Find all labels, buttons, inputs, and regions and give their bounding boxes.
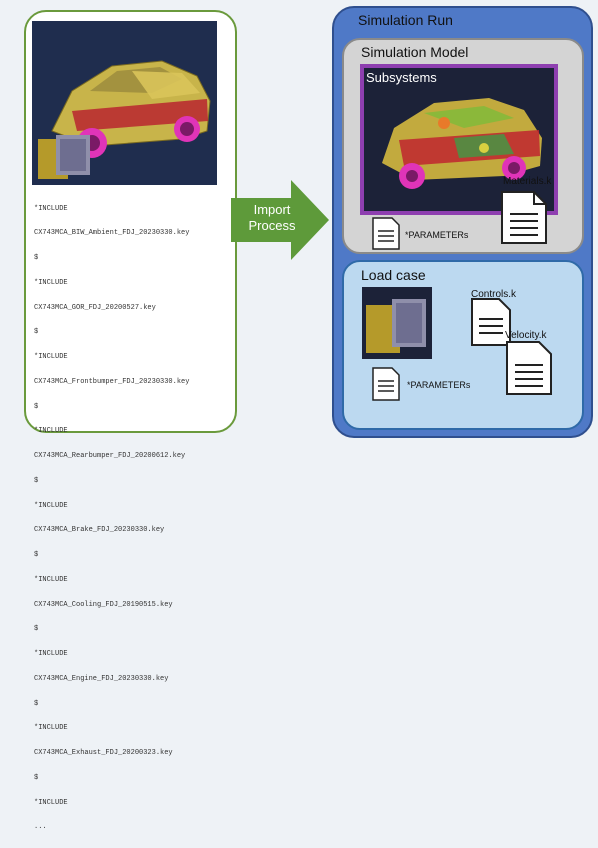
controls-doc-icon [471, 298, 511, 346]
loadcase-parameters-label: *PARAMETERs [407, 380, 471, 390]
import-arrow [231, 180, 329, 260]
include-line: CX743MCA_Engine_FDJ_20230330.key [34, 674, 169, 683]
include-line: $ [34, 773, 39, 782]
include-line: $ [34, 328, 39, 337]
arrow-label-line1: Import [253, 202, 291, 217]
include-line: *INCLUDE [34, 501, 68, 510]
include-line: $ [34, 402, 39, 411]
include-line: *INCLUDE [34, 427, 68, 436]
barrier-image [362, 287, 432, 359]
model-parameters-label: *PARAMETERs [405, 230, 469, 240]
velocity-doc-icon [506, 341, 552, 395]
include-line: CX743MCA_Cooling_FDJ_20190515.key [34, 600, 173, 609]
include-line: $ [34, 254, 39, 262]
include-line: $ [34, 625, 39, 634]
import-process-label: Import Process [233, 202, 311, 234]
materials-doc-icon [501, 191, 547, 244]
subsystems-title: Subsystems [366, 70, 437, 85]
loadcase-parameters-doc-icon [372, 367, 400, 401]
simulation-run-title: Simulation Run [358, 12, 453, 28]
velocity-label: Velocity.k [505, 330, 547, 341]
include-line: CX743MCA_Rearbumper_FDJ_20200612.key [34, 452, 186, 460]
include-line: ... [34, 823, 47, 832]
include-line: $ [34, 551, 39, 559]
include-line: CX743MCA_Brake_FDJ_20230330.key [34, 526, 165, 535]
include-line: *INCLUDE [34, 724, 68, 733]
include-file-panel: *INCLUDE CX743MCA_BIW_Ambient_FDJ_202303… [24, 10, 237, 831]
include-line: $ [34, 699, 39, 708]
include-line: *INCLUDE [34, 650, 68, 658]
include-line: CX743MCA_BIW_Ambient_FDJ_20230330.key [34, 229, 190, 238]
controls-label: Controls.k [471, 289, 517, 300]
subsystems-image [360, 64, 558, 215]
include-line: *INCLUDE [34, 575, 68, 584]
load-case-title: Load case [361, 267, 426, 283]
include-line: *INCLUDE [34, 353, 68, 361]
include-line: $ [34, 476, 39, 485]
diagram: *INCLUDE CX743MCA_BIW_Ambient_FDJ_202303… [24, 6, 593, 831]
include-line: *INCLUDE [34, 798, 68, 807]
parameters-doc-icon [372, 217, 400, 250]
arrow-label-line2: Process [248, 218, 296, 233]
car-model-image [32, 21, 217, 185]
include-line: *INCLUDE [34, 278, 68, 287]
include-line: CX743MCA_Frontbumper_FDJ_20230330.key [34, 377, 190, 386]
include-list: *INCLUDE CX743MCA_BIW_Ambient_FDJ_202303… [34, 188, 234, 848]
include-line: CX743MCA_Exhaust_FDJ_20200323.key [34, 749, 173, 757]
simulation-model-title: Simulation Model [361, 44, 469, 60]
include-line: CX743MCA_GOR_FDJ_20200527.key [34, 303, 156, 312]
materials-label: Materials.k [503, 176, 552, 187]
include-line: *INCLUDE [34, 204, 68, 213]
